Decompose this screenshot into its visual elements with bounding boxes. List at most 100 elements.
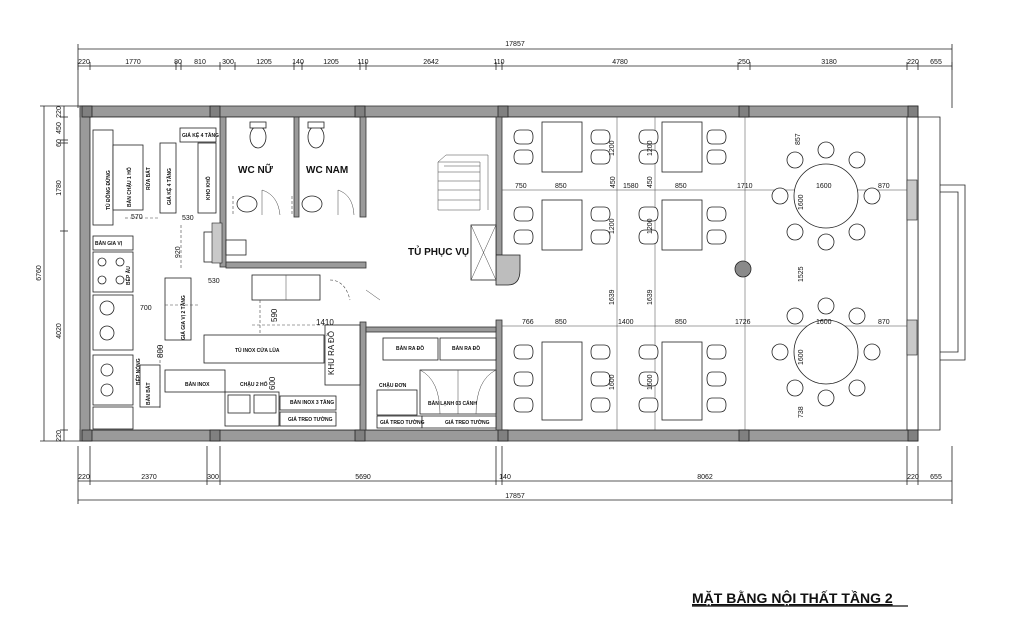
dim-920: 920 (175, 246, 182, 258)
dim-750: 750 (515, 183, 527, 190)
dim-1639a: 1639 (609, 289, 616, 305)
top-dim-13: 250 (738, 59, 750, 66)
round-column (734, 260, 752, 278)
label-ban-ra-do-2: BÀN RA ĐỒ (452, 345, 480, 352)
bottom-dim-7: 220 (907, 474, 919, 481)
top-dim-16: 655 (930, 59, 942, 66)
left-dim-3: 60 (56, 139, 63, 147)
top-dimensions: 17857 220 1770 80 810 300 1205 140 1205 … (77, 41, 953, 108)
label-tu-inox-cua-lua: TỦ INOX CỬA LÙA (235, 347, 280, 354)
dim-1600a: 1600 (816, 183, 832, 190)
top-dim-11: 110 (493, 59, 504, 66)
left-dimensions: 6760 220 450 60 1780 4020 220 (36, 105, 82, 442)
dim-850a: 850 (555, 183, 567, 190)
top-dim-10: 2642 (423, 59, 439, 66)
bottom-dim-1: 220 (78, 474, 90, 481)
label-gia-treo-tuong-3: GIÁ TREO TƯỜNG (445, 418, 490, 426)
dim-800: 800 (156, 344, 165, 358)
table-5 (541, 341, 583, 421)
top-dim-9: 110 (357, 59, 368, 66)
label-chau-2ho: CHẬU 2 HỐ (240, 381, 268, 388)
dim-850c: 850 (555, 319, 567, 326)
label-ban-inox-3tang: BÀN INOX 3 TẦNG (290, 399, 334, 406)
dim-450a: 450 (610, 176, 617, 188)
top-dim-6: 1205 (256, 59, 272, 66)
dim-1726: 1726 (735, 319, 751, 326)
table-6 (661, 341, 703, 421)
label-chau-don: CHẬU ĐƠN (379, 382, 407, 389)
top-dim-4: 810 (194, 59, 206, 66)
table-2 (661, 121, 703, 173)
dim-450b: 450 (647, 176, 654, 188)
dim-1600b: 1600 (816, 319, 832, 326)
dim-1410: 1410 (316, 318, 334, 327)
top-dim-14: 3180 (821, 59, 837, 66)
label-gia-ke-4-tang-top: GIÁ KỆ 4 TẦNG (182, 131, 219, 139)
dim-870b: 870 (878, 319, 890, 326)
label-ban-ra-do-1: BÀN RA ĐỒ (396, 345, 424, 352)
round-table-2 (771, 297, 881, 407)
stair-service: TỦ PHỤC VỤ (329, 154, 497, 301)
label-gia-ke-4-tang: GIÁ KỆ 4 TẦNG (165, 168, 173, 205)
label-kho-kho: KHO KHÔ (204, 176, 212, 200)
kitchen: TỦ ĐÔNG ĐỨNG BÀN CHẬU 1 HỐ RỬA BÁT GIÁ K… (92, 127, 497, 430)
bottom-dim-8: 655 (930, 474, 942, 481)
label-tu-dong-dung: TỦ ĐÔNG ĐỨNG (104, 170, 112, 210)
dim-1400: 1400 (618, 319, 634, 326)
dim-700: 700 (140, 305, 152, 312)
columns (81, 105, 919, 442)
left-dim-1: 220 (56, 106, 63, 118)
table-3 (541, 199, 583, 251)
dim-1200a: 1200 (609, 140, 616, 156)
dim-530b: 530 (208, 278, 220, 285)
dining-area: 750 850 450 1580 450 850 1710 1600 870 8… (513, 121, 890, 421)
top-dim-1: 220 (78, 59, 90, 66)
dim-590: 590 (270, 308, 279, 322)
left-dim-5: 4020 (56, 323, 63, 339)
table-1 (541, 121, 583, 173)
dim-1580: 1580 (623, 183, 639, 190)
dim-1600c: 1600 (609, 374, 616, 390)
left-dim-2: 450 (56, 122, 63, 134)
top-dim-7: 140 (292, 59, 304, 66)
dim-870a: 870 (878, 183, 890, 190)
dim-850b: 850 (675, 183, 687, 190)
bottom-dim-2: 2370 (141, 474, 157, 481)
dim-850d: 850 (675, 319, 687, 326)
khu-ra-do-label: KHU RA ĐỒ (326, 331, 336, 375)
table-4 (661, 199, 703, 251)
dim-1200d: 1200 (647, 218, 654, 234)
dim-1710: 1710 (737, 183, 753, 190)
bottom-dimensions: 220 2370 300 5690 140 8062 220 655 17857 (77, 446, 953, 504)
dim-1600e: 1600 (798, 349, 805, 365)
top-overall-dim: 17857 (505, 41, 525, 48)
dim-857: 857 (795, 133, 802, 145)
top-dim-3: 80 (174, 59, 182, 66)
label-ban-chau-1ho: BÀN CHẬU 1 HỐ (126, 167, 133, 207)
label-ban-kho: BÀN BÁT (145, 383, 152, 406)
label-ban-lanh: BÀN LẠNH 03 CÁNH (428, 400, 477, 407)
top-dim-2: 1770 (125, 59, 141, 66)
left-dim-4: 1780 (56, 180, 63, 196)
top-dim-15: 220 (907, 59, 919, 66)
dim-1525: 1525 (798, 266, 805, 282)
bottom-dim-5: 140 (499, 474, 511, 481)
label-bep-au: BẾP ÂU (125, 266, 132, 285)
label-gia-treo-tuong: GIÁ TREO TƯỜNG (288, 415, 333, 423)
dim-766: 766 (522, 319, 534, 326)
round-table-1 (771, 141, 881, 251)
dim-530a: 530 (182, 215, 194, 222)
wc-nu-label: WC NỮ (238, 163, 274, 176)
drawing-title: MẶT BẰNG NỘI THẤT TẦNG 2 (692, 589, 893, 606)
top-dim-8: 1205 (323, 59, 339, 66)
dim-570: 570 (131, 214, 143, 221)
dim-1600v: 1600 (798, 194, 805, 210)
dim-1600d: 1600 (647, 374, 654, 390)
bottom-dim-6: 8062 (697, 474, 713, 481)
top-dim-12: 4780 (612, 59, 628, 66)
bottom-dim-4: 5690 (355, 474, 371, 481)
wc-nam-label: WC NAM (306, 165, 348, 176)
label-gia-gia-vi: GIÁ GIA VỊ 2 TẦNG (180, 295, 187, 340)
label-gia-treo-tuong-2: GIÁ TREO TƯỜNG (380, 418, 425, 426)
